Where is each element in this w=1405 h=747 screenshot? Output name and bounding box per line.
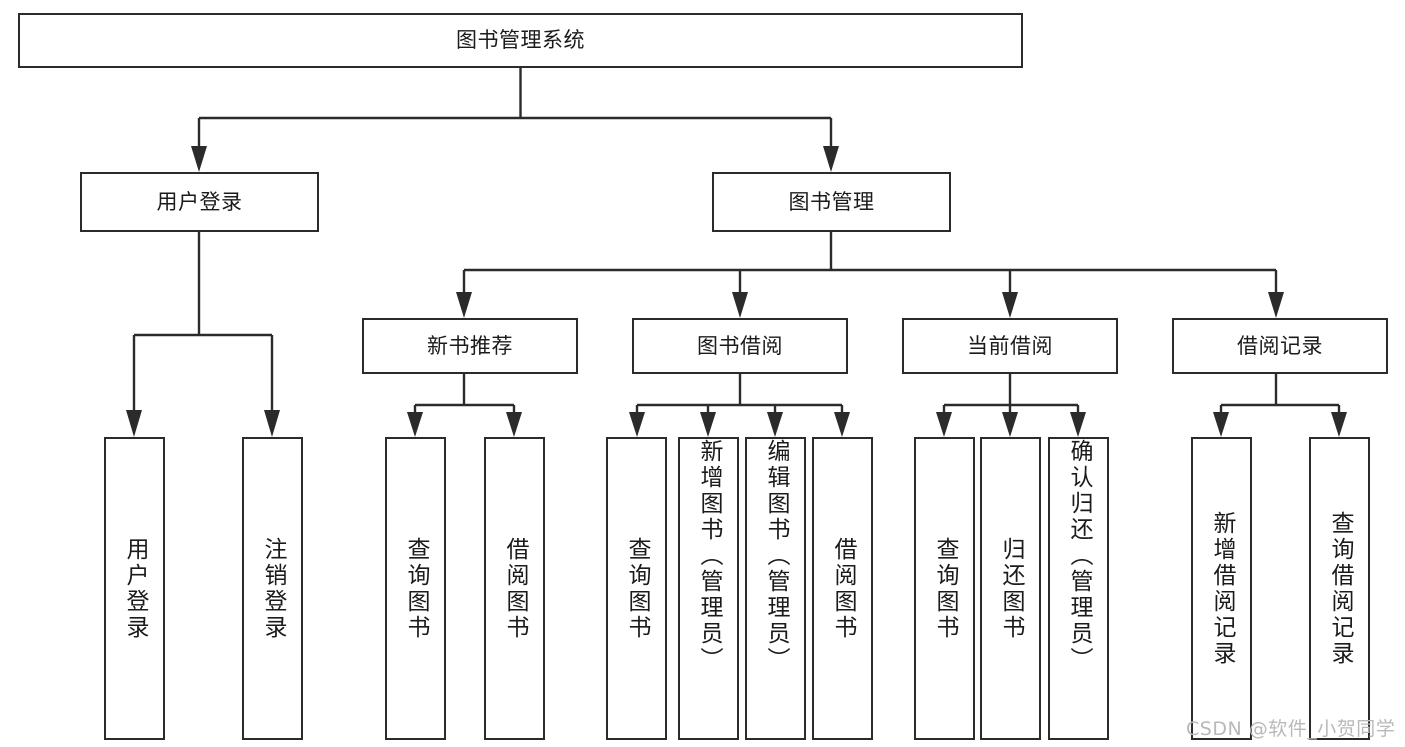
arrow-head-leaf-query-book-3 bbox=[936, 412, 952, 437]
leaf-return-book[interactable]: 归还图书 bbox=[980, 437, 1041, 740]
arrow-head-leaf-query-book-1 bbox=[407, 412, 423, 437]
leaf-edit-book[interactable]: 编辑图书（管理员） bbox=[745, 437, 806, 740]
watermark: CSDN @软件_小贺同学 bbox=[1186, 718, 1396, 740]
leaf-add-record[interactable]: 新增借阅记录 bbox=[1191, 437, 1252, 740]
leaf-query-book-1[interactable]: 查询图书 bbox=[385, 437, 446, 740]
node-label: 归还图书 bbox=[998, 536, 1024, 641]
node-label: 查询图书 bbox=[624, 536, 650, 641]
arrow-head-borrow-record bbox=[1268, 292, 1284, 318]
arrow-head-leaf-confirm-return bbox=[1070, 412, 1086, 437]
arrow-head-leaf-user-login bbox=[126, 410, 142, 437]
node-label: 编辑图书（管理员） bbox=[763, 439, 789, 673]
node-label: 查询图书 bbox=[932, 536, 958, 641]
node-label: 图书管理系统 bbox=[456, 28, 585, 53]
arrow-head-current-borrow bbox=[1002, 292, 1018, 318]
node-label: 图书管理 bbox=[788, 189, 875, 214]
node-label: 借阅图书 bbox=[830, 536, 856, 641]
arrow-head-leaf-return-book bbox=[1002, 412, 1018, 437]
arrow-head-new-book-recommend bbox=[456, 292, 472, 318]
node-label: 借阅记录 bbox=[1237, 333, 1323, 358]
node-label: 确认归还（管理员） bbox=[1066, 439, 1092, 673]
node-label: 借阅图书 bbox=[502, 536, 528, 641]
arrow-head-leaf-query-record bbox=[1331, 412, 1347, 437]
node-current-borrow[interactable]: 当前借阅 bbox=[902, 318, 1118, 374]
leaf-query-book-3[interactable]: 查询图书 bbox=[914, 437, 975, 740]
leaf-confirm-return[interactable]: 确认归还（管理员） bbox=[1048, 437, 1109, 740]
arrow-head-user-login bbox=[191, 146, 207, 172]
leaf-query-record[interactable]: 查询借阅记录 bbox=[1309, 437, 1370, 740]
arrow-head-book-manage bbox=[823, 146, 839, 172]
leaf-add-book[interactable]: 新增图书（管理员） bbox=[678, 437, 739, 740]
node-root-图书管理系统[interactable]: 图书管理系统 bbox=[18, 13, 1023, 68]
node-label: 当前借阅 bbox=[967, 333, 1053, 358]
leaf-user-login[interactable]: 用户登录 bbox=[104, 437, 165, 740]
node-label: 新书推荐 bbox=[427, 333, 513, 358]
node-label: 新增借阅记录 bbox=[1209, 510, 1235, 667]
node-label: 查询借阅记录 bbox=[1327, 510, 1353, 667]
arrow-head-leaf-add-record bbox=[1213, 412, 1229, 437]
node-label: 注销登录 bbox=[260, 536, 286, 641]
node-borrow-record[interactable]: 借阅记录 bbox=[1172, 318, 1388, 374]
leaf-borrow-book-2[interactable]: 借阅图书 bbox=[812, 437, 873, 740]
leaf-borrow-book-1[interactable]: 借阅图书 bbox=[484, 437, 545, 740]
arrow-head-leaf-query-book-2 bbox=[629, 412, 645, 437]
arrow-head-book-borrow bbox=[732, 292, 748, 318]
node-book-borrow[interactable]: 图书借阅 bbox=[632, 318, 848, 374]
node-book-manage[interactable]: 图书管理 bbox=[712, 172, 951, 232]
node-user-login[interactable]: 用户登录 bbox=[80, 172, 319, 232]
node-label: 图书借阅 bbox=[697, 333, 783, 358]
node-label: 查询图书 bbox=[403, 536, 429, 641]
arrow-head-leaf-logout-login bbox=[264, 410, 280, 437]
node-label: 用户登录 bbox=[156, 189, 243, 214]
leaf-logout-login[interactable]: 注销登录 bbox=[242, 437, 303, 740]
leaf-query-book-2[interactable]: 查询图书 bbox=[606, 437, 667, 740]
arrow-head-leaf-add-book bbox=[700, 412, 716, 437]
arrow-head-leaf-borrow-book-2 bbox=[834, 412, 850, 437]
arrow-head-leaf-borrow-book-1 bbox=[506, 412, 522, 437]
node-label: 用户登录 bbox=[122, 536, 148, 641]
node-label: 新增图书（管理员） bbox=[696, 439, 722, 673]
arrow-head-leaf-edit-book bbox=[767, 412, 783, 437]
node-new-book-recommend[interactable]: 新书推荐 bbox=[362, 318, 578, 374]
